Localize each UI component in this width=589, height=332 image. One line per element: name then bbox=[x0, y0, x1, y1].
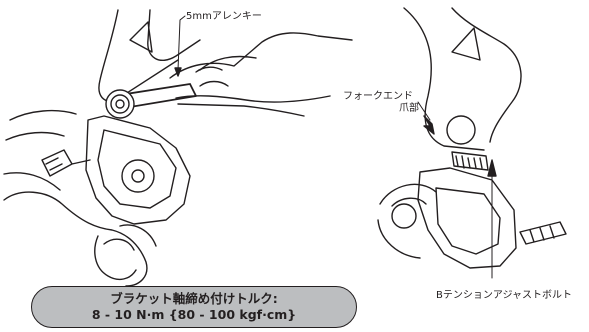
derailleur-body bbox=[85, 115, 191, 225]
frame-dropout bbox=[98, 9, 201, 102]
torque-spec-title: ブラケット軸締め付けトルク: bbox=[110, 291, 278, 306]
fork-end-label: フォークエンド bbox=[343, 91, 413, 102]
cassette-arc bbox=[377, 183, 437, 259]
left-illustration bbox=[3, 9, 353, 287]
dropout-cutout bbox=[129, 21, 153, 53]
right-dropout-cutout bbox=[451, 27, 481, 61]
fork-end bbox=[446, 115, 476, 145]
lower-hand bbox=[3, 172, 157, 287]
right-frame bbox=[403, 7, 522, 151]
fork-end-label-line2: 爪部 bbox=[399, 103, 419, 114]
upper-hand bbox=[169, 32, 353, 117]
b-tension-arrow bbox=[487, 159, 497, 177]
wrench-label: 5mmアレンキー bbox=[186, 11, 262, 22]
torque-spec-value: 8 - 10 N·m {80 - 100 kgf·cm} bbox=[91, 307, 297, 322]
cable-adjuster bbox=[41, 149, 91, 177]
fork-end-arrow bbox=[423, 115, 435, 135]
b-tension-bolt-label: Bテンションアジャストボルト bbox=[436, 290, 572, 301]
fork-end-leader bbox=[417, 101, 431, 121]
right-derailleur-body bbox=[417, 167, 517, 269]
bracket-bolt bbox=[105, 89, 135, 119]
right-illustration bbox=[377, 7, 567, 279]
torque-spec-box: ブラケット軸締め付けトルク: 8 - 10 N·m {80 - 100 kgf·… bbox=[31, 286, 357, 328]
finger-tips bbox=[195, 66, 229, 87]
b-tension-bolt bbox=[451, 151, 489, 171]
pulley bbox=[121, 159, 155, 193]
wrench-leader-arrow bbox=[174, 67, 182, 77]
right-cable-adjuster bbox=[519, 221, 567, 245]
wrench-leader bbox=[177, 15, 186, 71]
